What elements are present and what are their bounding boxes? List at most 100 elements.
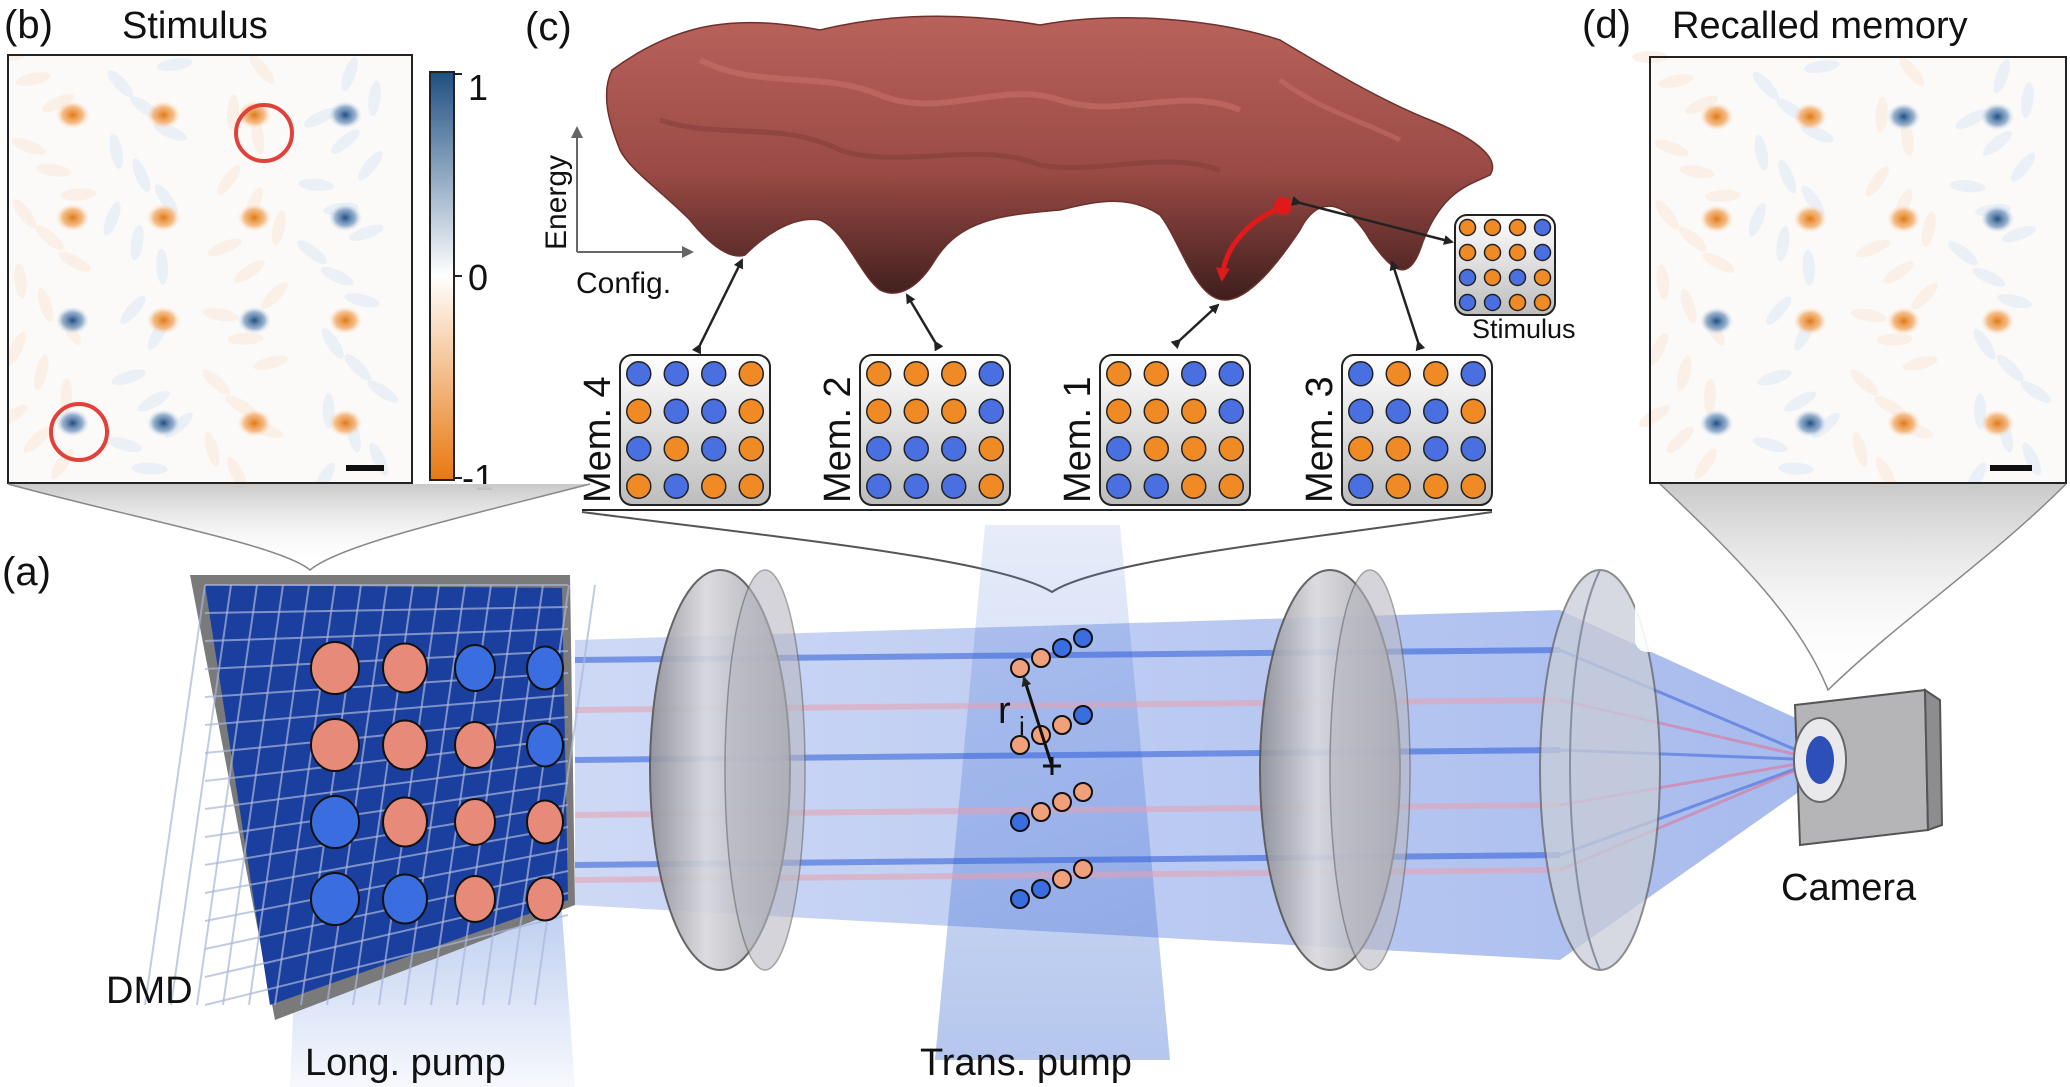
blue-dot xyxy=(1143,473,1169,499)
panel-label-c: (c) xyxy=(525,5,572,49)
blue-dot xyxy=(1508,268,1527,287)
atom xyxy=(1052,715,1072,735)
orange-dot xyxy=(903,398,929,424)
orange-dot xyxy=(1533,268,1552,287)
trans-pump-label: Trans. pump xyxy=(920,1042,1132,1084)
callout-recalled xyxy=(1659,483,2067,692)
pump-spot-red xyxy=(454,798,496,846)
negative-spot xyxy=(1886,409,1921,438)
camera xyxy=(1793,688,1944,847)
dmd-label: DMD xyxy=(106,970,193,1012)
negative-spot xyxy=(146,306,181,335)
negative-spot xyxy=(328,409,363,438)
blue-dot xyxy=(701,398,727,424)
negative-spot xyxy=(1699,102,1734,131)
positive-spot xyxy=(237,306,272,335)
blue-dot xyxy=(1348,473,1374,499)
atom xyxy=(1010,735,1030,755)
recalled-title: Recalled memory xyxy=(1672,5,1968,47)
negative-spot xyxy=(55,100,90,129)
blue-dot xyxy=(1385,398,1411,424)
blue-dot xyxy=(1533,218,1552,237)
positive-spot xyxy=(1980,204,2015,233)
blue-dot xyxy=(626,436,652,462)
negative-spot xyxy=(146,100,181,129)
stimulus-title: Stimulus xyxy=(122,5,268,47)
memory-label: Mem. 1 xyxy=(1057,376,1099,503)
pattern-tile xyxy=(859,354,1011,506)
stimulus-map xyxy=(7,54,413,484)
negative-spot xyxy=(237,100,272,129)
memory-links xyxy=(691,196,1454,355)
blue-dot xyxy=(1460,436,1486,462)
highlight-circle xyxy=(49,402,109,462)
blue-dot xyxy=(1106,473,1132,499)
pump-spot-red xyxy=(382,796,428,848)
landscape-axes: Energy Config. xyxy=(540,126,694,300)
orange-dot xyxy=(1106,361,1132,387)
position-vector: r i xyxy=(998,676,1061,775)
pattern-tile xyxy=(1099,354,1251,506)
recalled-map xyxy=(1632,51,2067,494)
orange-dot xyxy=(941,361,967,387)
positive-spot xyxy=(55,409,90,438)
blue-dot xyxy=(701,361,727,387)
orange-dot xyxy=(738,361,764,387)
orange-dot xyxy=(1460,398,1486,424)
pump-spot-blue xyxy=(310,795,360,849)
orange-dot xyxy=(1385,436,1411,462)
atom xyxy=(1052,638,1072,658)
pump-spot-red xyxy=(310,641,360,695)
pump-spot-red xyxy=(310,718,360,772)
orange-dot xyxy=(1348,436,1374,462)
positive-spot xyxy=(1699,409,1734,438)
atom xyxy=(1073,859,1093,879)
atom xyxy=(1031,802,1051,822)
energy-axis-label: Energy xyxy=(540,155,573,250)
stimulus-pattern xyxy=(1454,214,1556,316)
positive-spot xyxy=(1699,307,1734,336)
pump-spot-red xyxy=(526,876,564,922)
blue-dot xyxy=(1458,268,1477,287)
orange-dot xyxy=(1423,473,1449,499)
orange-dot xyxy=(1423,361,1449,387)
negative-spot xyxy=(1793,307,1828,336)
atom xyxy=(1073,628,1093,648)
negative-spot xyxy=(1980,307,2015,336)
panel-label-b: (b) xyxy=(4,3,53,47)
orange-dot xyxy=(978,436,1004,462)
orange-dot xyxy=(1385,473,1411,499)
blue-dot xyxy=(1458,293,1477,312)
positive-spot xyxy=(146,409,181,438)
orange-dot xyxy=(626,398,652,424)
orange-dot xyxy=(738,473,764,499)
orange-dot xyxy=(626,473,652,499)
positive-spot xyxy=(1980,102,2015,131)
pattern-tile xyxy=(1454,214,1556,316)
orange-dot xyxy=(941,398,967,424)
blue-dot xyxy=(903,473,929,499)
negative-spot xyxy=(55,203,90,232)
fourier-lens xyxy=(1539,569,1675,971)
lens-left xyxy=(649,569,806,971)
pump-spot-blue xyxy=(526,722,564,768)
memory-label: Mem. 2 xyxy=(817,376,859,503)
atom xyxy=(1073,782,1093,802)
blue-dot xyxy=(1483,293,1502,312)
positive-spot xyxy=(1793,409,1828,438)
blue-dot xyxy=(663,473,689,499)
energy-landscape xyxy=(605,15,1494,301)
camera-label: Camera xyxy=(1781,867,1917,909)
position-subscript: i xyxy=(1019,711,1025,741)
blue-dot xyxy=(1348,361,1374,387)
negative-spot xyxy=(1793,102,1828,131)
orange-dot xyxy=(1508,293,1527,312)
atom xyxy=(1052,869,1072,889)
blue-dot xyxy=(626,361,652,387)
atom xyxy=(1010,658,1030,678)
callout-stimulus xyxy=(7,483,591,571)
pump-spot-red xyxy=(382,719,428,771)
negative-spot xyxy=(237,409,272,438)
pump-spot-blue xyxy=(382,873,428,925)
